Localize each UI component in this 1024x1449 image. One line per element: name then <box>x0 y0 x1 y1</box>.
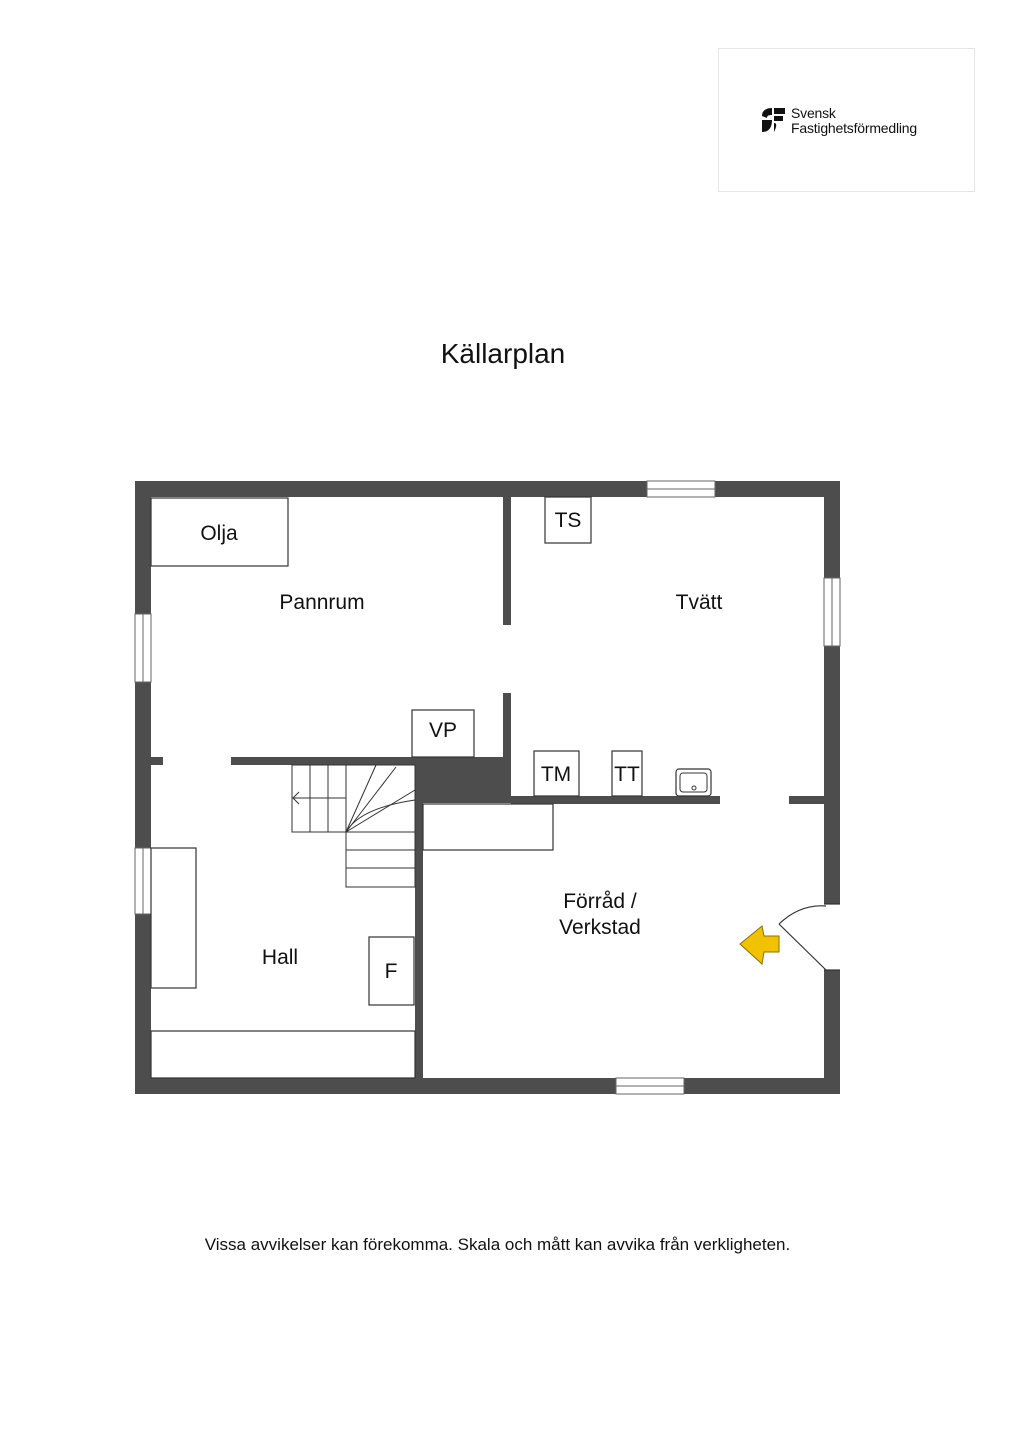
label-olja: Olja <box>200 522 238 545</box>
wall-left-2 <box>135 682 151 848</box>
entrance-door <box>778 903 840 971</box>
label-vp: VP <box>429 719 457 742</box>
logo-box: Svensk Fastighetsförmedling <box>718 48 975 192</box>
wall-bottom-left <box>135 1078 616 1094</box>
wall-top-left <box>135 481 647 497</box>
wall-pannrum-tvatt <box>503 497 511 625</box>
sink-icon <box>675 768 712 797</box>
ts-box <box>544 496 592 544</box>
door-leaf <box>778 923 827 971</box>
wall-left-1 <box>135 481 151 614</box>
wall-hall-forrad <box>415 757 423 1078</box>
wall-core-block <box>415 757 511 803</box>
wall-right-2 <box>824 646 840 904</box>
brand-name: Svensk Fastighetsförmedling <box>791 106 917 136</box>
wall-bottom-right <box>684 1078 840 1094</box>
entrance-arrow-icon <box>739 925 780 965</box>
tt-box <box>611 750 643 797</box>
label-pannrum: Pannrum <box>279 591 364 614</box>
label-tm: TM <box>541 763 571 786</box>
page-title: Källarplan <box>440 338 566 369</box>
hall-bottom-unit <box>150 1030 416 1079</box>
walls <box>135 481 840 1094</box>
vp-box <box>411 709 475 758</box>
wall-left-3 <box>135 914 151 1094</box>
label-forrad-line1: Förråd / <box>563 890 637 913</box>
stairs-arrow-icon <box>292 791 300 805</box>
wall-tvatt-bottom <box>511 796 720 804</box>
f-box <box>368 936 415 1006</box>
olja-box <box>150 497 289 567</box>
brand-line-2: Fastighetsförmedling <box>791 120 917 136</box>
disclaimer: Vissa avvikelser kan förekomma. Skala oc… <box>204 1235 791 1254</box>
wall-top-right <box>715 481 840 497</box>
label-hall: Hall <box>262 946 298 969</box>
wall-vp-right <box>503 693 511 757</box>
wall-right-3 <box>824 970 840 1094</box>
hall-bench <box>150 847 197 989</box>
label-tvatt: Tvätt <box>676 591 723 614</box>
wall-hall-stub <box>151 757 163 765</box>
label-f: F <box>385 960 398 983</box>
label-forrad-line2: Verkstad <box>559 916 641 939</box>
door-swing <box>778 905 827 925</box>
wall-hall-top <box>231 757 419 765</box>
brand-logo-icon <box>762 108 785 132</box>
stairs <box>291 764 416 888</box>
tm-box <box>533 750 580 797</box>
brand-line-1: Svensk <box>791 105 836 121</box>
forrad-bench <box>422 803 554 851</box>
wall-right-1 <box>824 481 840 578</box>
wall-tvatt-stub <box>789 796 824 804</box>
label-ts: TS <box>555 509 582 532</box>
label-tt: TT <box>614 763 640 786</box>
windows <box>134 480 841 1095</box>
fixtures <box>150 496 643 1079</box>
